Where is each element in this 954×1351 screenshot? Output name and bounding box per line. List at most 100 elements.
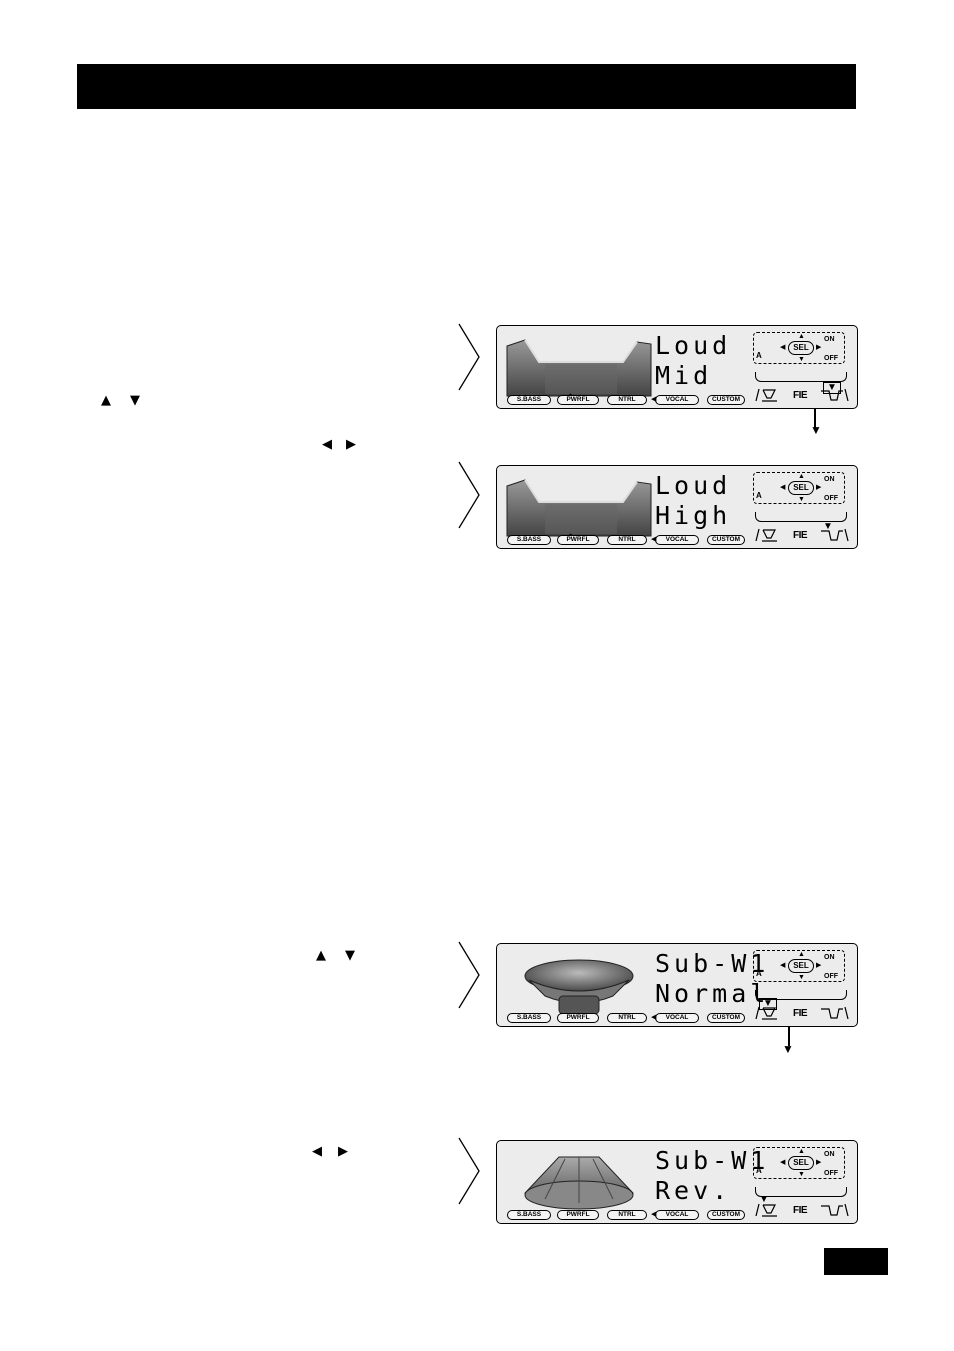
lcd-line-2: Rev. bbox=[655, 1176, 732, 1205]
right-arrow-icon: ▶ bbox=[346, 437, 356, 452]
lcd-line-1: Loud bbox=[655, 471, 732, 500]
eq-preset-ntrl: NTRL bbox=[607, 535, 647, 545]
left-arrow-icon: ◀ bbox=[322, 437, 332, 452]
lcd-line-2: Normal bbox=[655, 979, 770, 1008]
sel-label: SEL bbox=[788, 341, 814, 355]
eq-preset-custom: CUSTOM bbox=[707, 1013, 745, 1023]
sel-a-label: A bbox=[756, 969, 762, 978]
sel-a-label: A bbox=[756, 491, 762, 500]
lcd-line-1: Sub-W1 bbox=[655, 949, 770, 978]
up-arrow-icon: ▲ bbox=[798, 1148, 805, 1155]
off-label: OFF bbox=[824, 495, 838, 502]
eq-preset-ntrl: NTRL bbox=[607, 395, 647, 405]
right-arrow-icon: ▶ bbox=[338, 1144, 348, 1159]
up-arrow-icon: ▲ bbox=[798, 333, 805, 340]
off-label: OFF bbox=[824, 355, 838, 362]
up-arrow-icon: ▲ bbox=[798, 951, 805, 958]
down-triangle-marker-icon: ▼ bbox=[782, 1042, 794, 1056]
lcd-line-2: High bbox=[655, 501, 732, 530]
left-triangle-icon: ◀ bbox=[651, 536, 657, 543]
sel-a-label: A bbox=[756, 351, 762, 360]
up-arrow-icon: ▲ bbox=[316, 948, 326, 963]
right-arrow-icon: ▶ bbox=[816, 484, 822, 491]
on-label: ON bbox=[824, 336, 835, 343]
section-header-bar bbox=[77, 64, 856, 109]
eq-preset-row: S.BASS PWRFL NTRL VOCAL CUSTOM ◀ bbox=[505, 535, 745, 546]
on-label: ON bbox=[824, 954, 835, 961]
selection-marker-icon: ▼ bbox=[759, 1194, 769, 1205]
off-label: OFF bbox=[824, 973, 838, 980]
fie-label: FIE bbox=[793, 530, 808, 541]
high-pass-filter-icon bbox=[821, 1203, 849, 1217]
left-triangle-icon: ◀ bbox=[651, 1014, 657, 1021]
subwoofer-speaker-front-illustration bbox=[505, 956, 653, 1016]
down-arrow-icon: ▼ bbox=[798, 356, 805, 363]
level-track bbox=[755, 1187, 847, 1197]
selection-marker-icon: ▼ bbox=[823, 521, 833, 532]
right-arrow-icon: ▶ bbox=[816, 1159, 822, 1166]
eq-preset-sbass: S.BASS bbox=[507, 1210, 551, 1220]
down-arrow-icon: ▼ bbox=[798, 974, 805, 981]
eq-preset-pwrfl: PWRFL bbox=[557, 535, 599, 545]
eq-preset-vocal: VOCAL bbox=[655, 1210, 699, 1220]
left-arrow-icon: ◀ bbox=[780, 344, 786, 351]
low-pass-filter-icon bbox=[755, 1006, 777, 1020]
level-track bbox=[755, 512, 847, 522]
sel-control-indicator: A ▲ ▼ ◀ ▶SEL ON OFF bbox=[753, 332, 845, 364]
off-label: OFF bbox=[824, 1170, 838, 1177]
eq-preset-custom: CUSTOM bbox=[707, 535, 745, 545]
lcd-line-1: Loud bbox=[655, 331, 732, 360]
low-pass-filter-icon bbox=[755, 528, 777, 542]
loudness-curve-illustration bbox=[505, 478, 653, 541]
selection-marker-icon: ▼ bbox=[823, 382, 841, 394]
down-arrow-icon: ▼ bbox=[798, 496, 805, 503]
step-chevron-icon bbox=[458, 461, 480, 529]
eq-preset-ntrl: NTRL bbox=[607, 1210, 647, 1220]
down-arrow-icon: ▼ bbox=[798, 1171, 805, 1178]
eq-preset-pwrfl: PWRFL bbox=[557, 1013, 599, 1023]
left-arrow-icon: ◀ bbox=[780, 962, 786, 969]
on-label: ON bbox=[824, 1151, 835, 1158]
subwoofer-speaker-rear-illustration bbox=[505, 1153, 653, 1213]
sel-label: SEL bbox=[788, 959, 814, 973]
right-arrow-icon: ▶ bbox=[816, 344, 822, 351]
high-pass-filter-icon bbox=[821, 1006, 849, 1020]
fie-label: FIE bbox=[793, 1008, 808, 1019]
left-triangle-icon: ◀ bbox=[651, 1211, 657, 1218]
fie-label: FIE bbox=[793, 1205, 808, 1216]
lcd-line-2: Mid bbox=[655, 361, 713, 390]
on-label: ON bbox=[824, 476, 835, 483]
step-chevron-icon bbox=[458, 941, 480, 1009]
selection-marker-icon: ▼ bbox=[759, 998, 777, 1010]
eq-preset-sbass: S.BASS bbox=[507, 535, 551, 545]
left-arrow-icon: ◀ bbox=[312, 1144, 322, 1159]
sel-control-indicator: A ▲ ▼ ◀ ▶SEL ON OFF bbox=[753, 950, 845, 982]
eq-preset-custom: CUSTOM bbox=[707, 395, 745, 405]
step-chevron-icon bbox=[458, 323, 480, 391]
eq-preset-sbass: S.BASS bbox=[507, 1013, 551, 1023]
left-arrow-icon: ◀ bbox=[780, 484, 786, 491]
left-arrow-icon: ◀ bbox=[780, 1159, 786, 1166]
right-arrow-icon: ▶ bbox=[816, 962, 822, 969]
eq-preset-ntrl: NTRL bbox=[607, 1013, 647, 1023]
up-arrow-icon: ▲ bbox=[101, 393, 111, 408]
high-pass-filter-icon bbox=[821, 388, 849, 402]
page-number-tab bbox=[824, 1248, 888, 1275]
level-track bbox=[755, 372, 847, 382]
sel-label: SEL bbox=[788, 1156, 814, 1170]
eq-preset-pwrfl: PWRFL bbox=[557, 395, 599, 405]
eq-preset-vocal: VOCAL bbox=[655, 395, 699, 405]
loudness-curve-illustration bbox=[505, 338, 653, 401]
eq-preset-sbass: S.BASS bbox=[507, 395, 551, 405]
eq-preset-pwrfl: PWRFL bbox=[557, 1210, 599, 1220]
eq-preset-vocal: VOCAL bbox=[655, 535, 699, 545]
